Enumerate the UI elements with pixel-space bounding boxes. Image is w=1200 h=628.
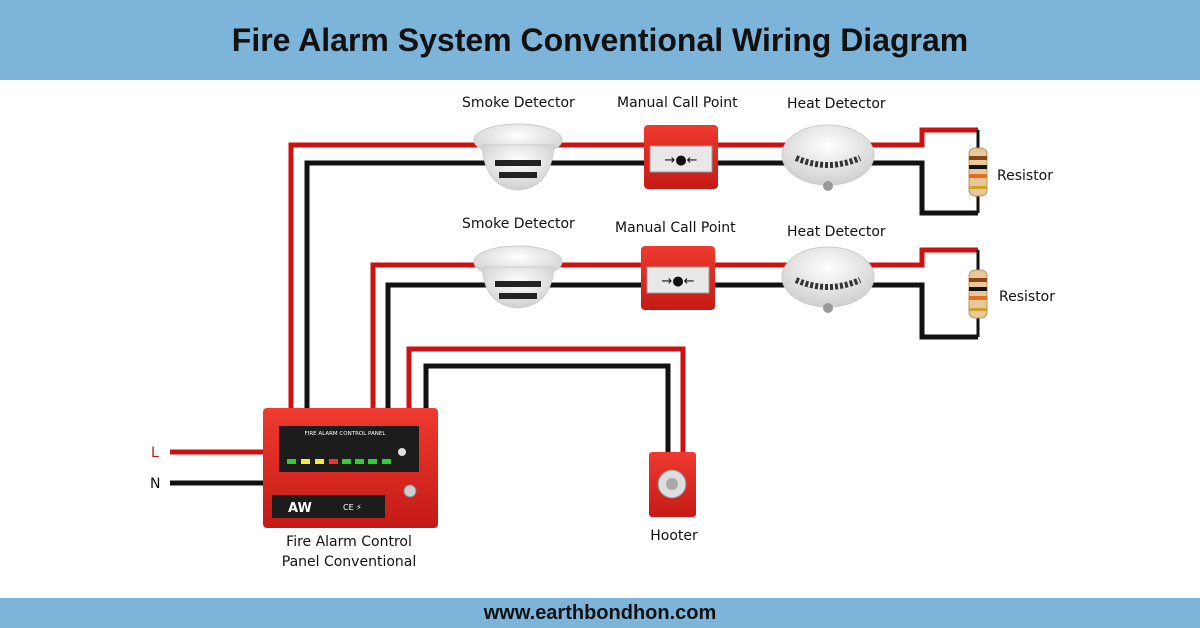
heat-detector-1 — [781, 124, 875, 191]
smoke-detector-1 — [473, 123, 563, 191]
smoke-detector-2 — [473, 245, 563, 309]
svg-text:CE ⚡: CE ⚡ — [343, 503, 362, 512]
manual-call-point-1-label: Manual Call Point — [617, 95, 738, 111]
footer-banner: www.earthbondhon.com — [0, 598, 1200, 628]
heat-detector-2-label: Heat Detector — [787, 224, 886, 240]
panel-label-line1: Fire Alarm Control — [286, 534, 412, 550]
resistor-2-label: Resistor — [999, 289, 1055, 305]
manual-call-point-1: →●← — [644, 125, 718, 189]
hooter-label: Hooter — [650, 528, 698, 544]
smoke-detector-1-label: Smoke Detector — [462, 95, 575, 111]
svg-text:FIRE ALARM CONTROL PANEL: FIRE ALARM CONTROL PANEL — [305, 431, 387, 437]
panel-label-line2: Panel Conventional — [282, 554, 417, 570]
resistor-1 — [968, 147, 988, 197]
live-label: L — [151, 445, 159, 461]
hooter-neutral-wire — [423, 363, 671, 458]
svg-text:AW: AW — [288, 501, 312, 516]
heat-detector-2 — [781, 246, 875, 313]
hooter-live-wire — [406, 346, 686, 458]
manual-call-point-2: →●← — [641, 246, 715, 310]
neutral-label: N — [150, 476, 160, 492]
smoke-detector-2-label: Smoke Detector — [462, 216, 575, 232]
fire-alarm-control-panel: FIRE ALARM CONTROL PANEL AW CE ⚡ — [263, 408, 438, 528]
resistor-1-label: Resistor — [997, 168, 1053, 184]
svg-text:→●←: →●← — [661, 274, 694, 289]
loop2-neutral-wire — [385, 282, 978, 410]
heat-detector-1-label: Heat Detector — [787, 96, 886, 112]
svg-text:→●←: →●← — [664, 153, 697, 168]
header-banner: Fire Alarm System Conventional Wiring Di… — [0, 0, 1200, 80]
page-title: Fire Alarm System Conventional Wiring Di… — [231, 21, 969, 58]
loop2-live-wire — [370, 247, 978, 410]
website-url: www.earthbondhon.com — [483, 601, 717, 624]
hooter — [649, 452, 696, 517]
resistor-2 — [968, 269, 988, 319]
manual-call-point-2-label: Manual Call Point — [615, 220, 736, 236]
loop1-neutral-wire — [304, 160, 978, 410]
loop1-live-wire — [288, 127, 978, 410]
